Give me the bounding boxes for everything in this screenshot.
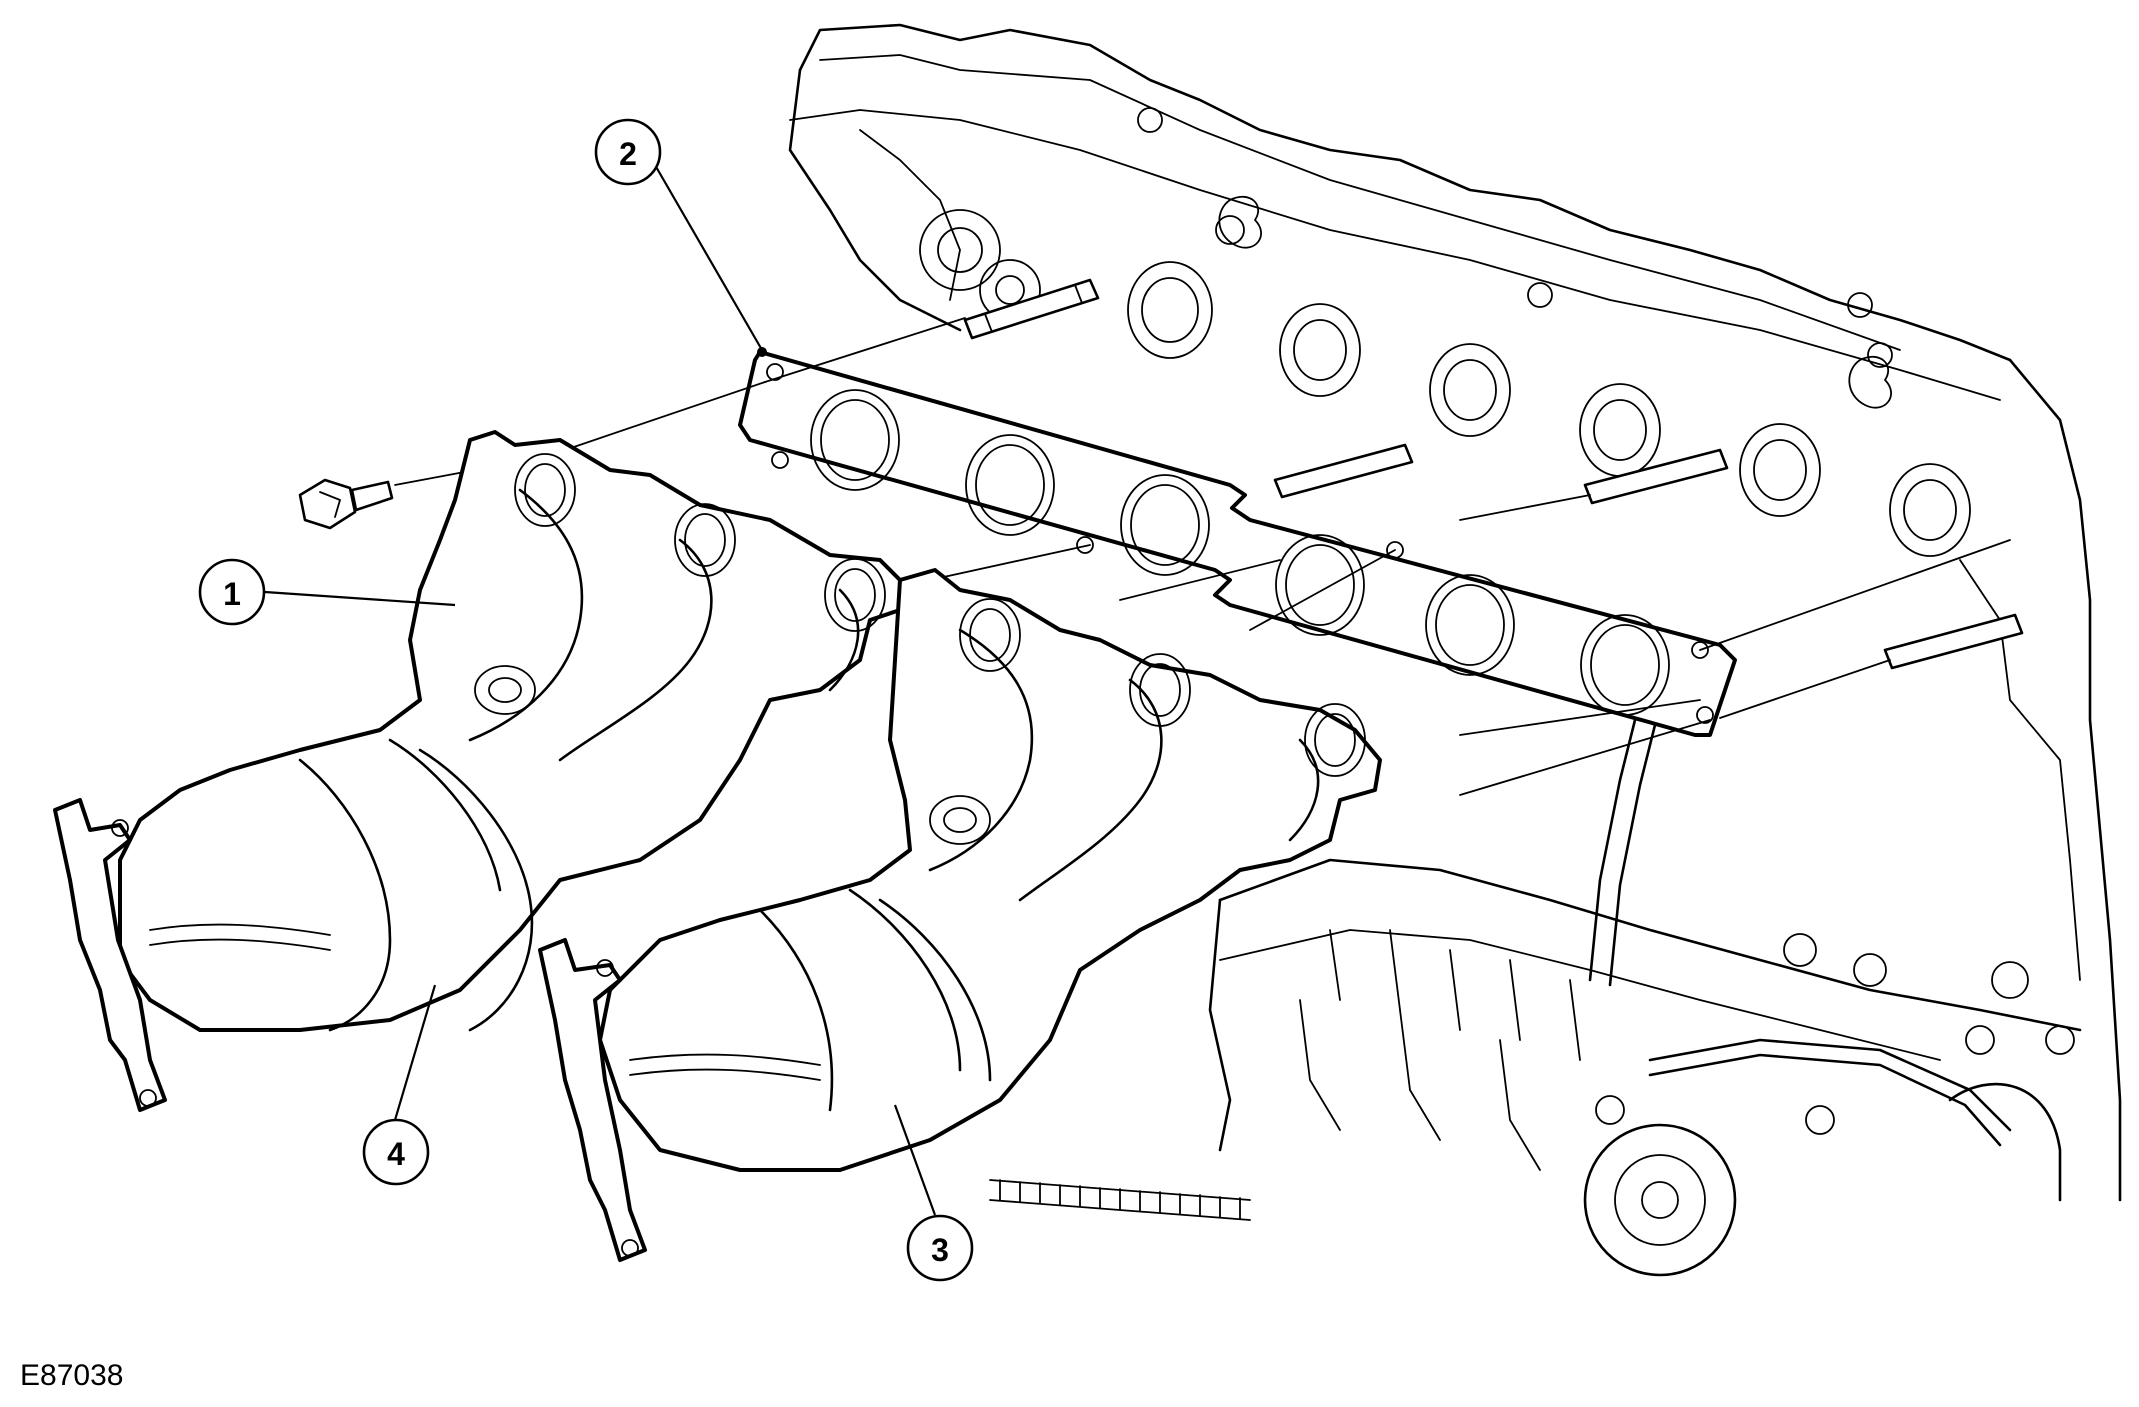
engine-block (788, 23, 2122, 1277)
alignment-lines (394, 317, 2011, 796)
manifold-gasket-drawing (738, 350, 1737, 737)
callout-3: 3 (906, 1214, 974, 1282)
callout-2: 2 (594, 118, 662, 186)
manifold-studs (963, 278, 2024, 670)
callout-2-label: 2 (619, 136, 637, 172)
callout-4-label: 4 (387, 1136, 405, 1172)
callout-1: 1 (198, 558, 266, 626)
callout-4: 4 (362, 1118, 430, 1186)
figure-id-label: E87038 (20, 1359, 123, 1392)
callout-3-label: 3 (931, 1232, 949, 1268)
callout-leaders (264, 164, 937, 1216)
manifold-right-assembly (538, 568, 1382, 1262)
manifold-left-assembly (53, 430, 907, 1112)
manifold-bolt (298, 478, 394, 530)
callout-1-label: 1 (223, 576, 241, 612)
